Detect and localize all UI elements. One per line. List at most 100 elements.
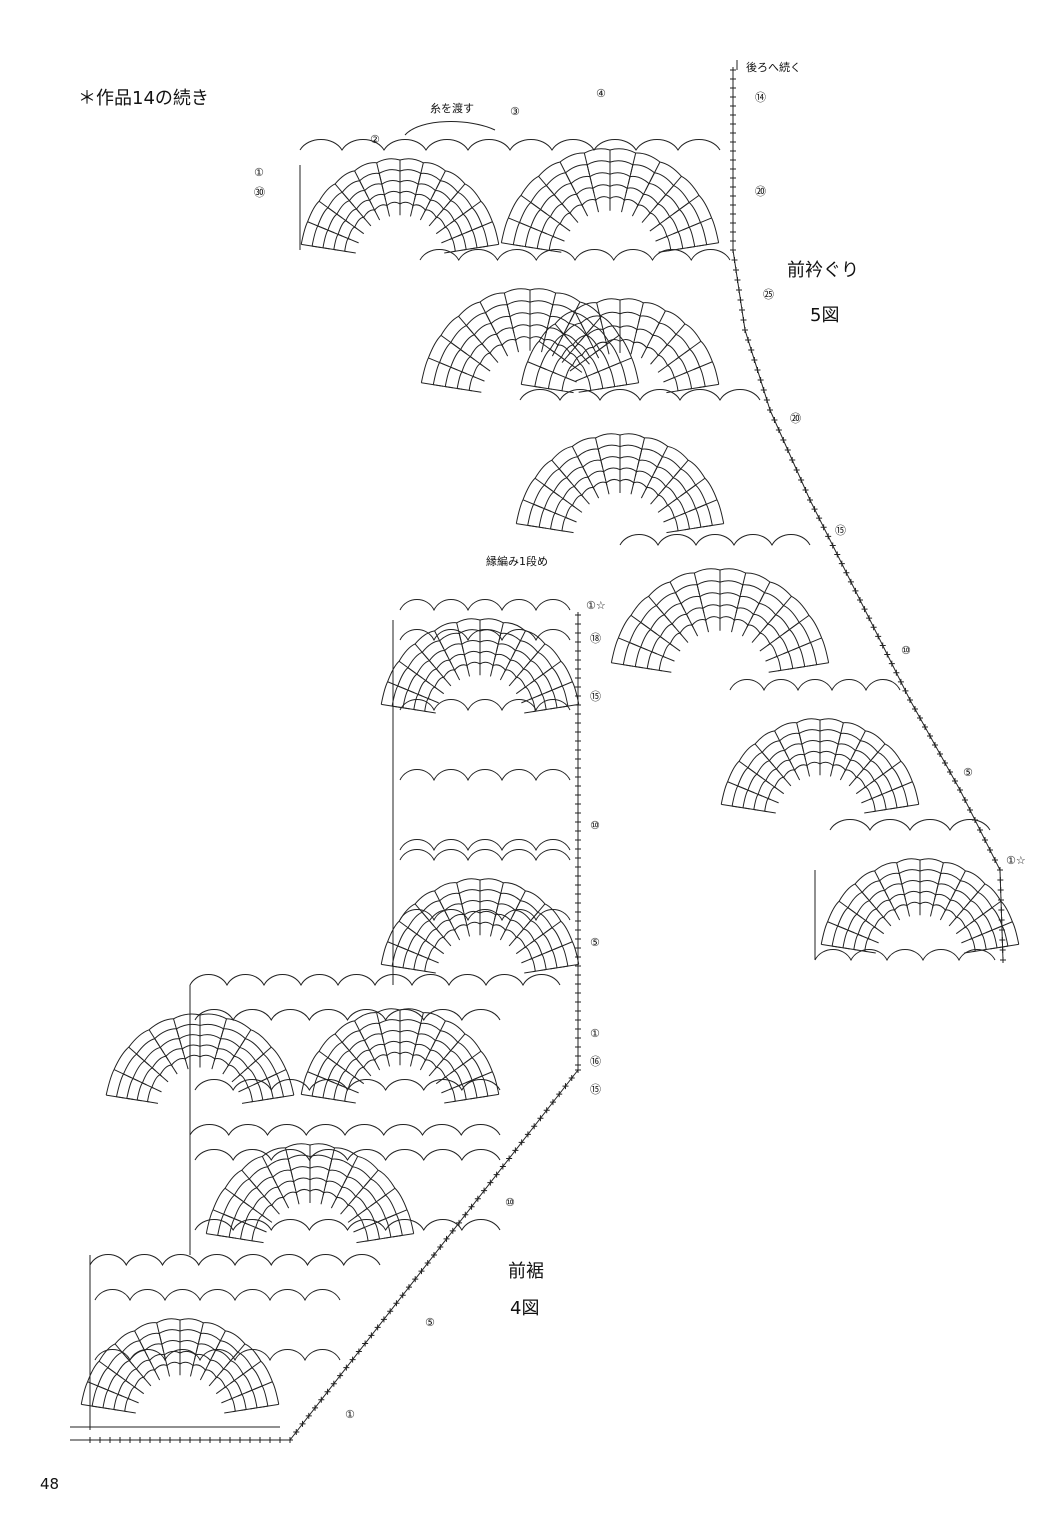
double-crochet-mark [307, 221, 327, 230]
collar-row-marker: ② [370, 133, 380, 146]
edge-stitch-mark [405, 1284, 412, 1291]
double-crochet-mark [531, 643, 546, 660]
double-crochet-mark [473, 221, 493, 230]
double-crochet-mark [81, 1403, 102, 1408]
edge-stitch-mark [575, 1067, 581, 1073]
double-crochet-mark [347, 1156, 359, 1176]
double-crochet-mark [721, 803, 742, 808]
double-crochet-mark [515, 630, 526, 649]
double-crochet-mark [534, 477, 553, 492]
collar-row-label: ⑤ [963, 766, 973, 779]
double-crochet-mark [464, 1050, 482, 1064]
shell-scallop-mark [619, 534, 811, 547]
edge-stitch-mark [575, 720, 581, 726]
edge-stitch-mark [998, 907, 1005, 913]
double-crochet-mark [572, 365, 583, 373]
double-crochet-mark [554, 323, 569, 340]
double-crochet-mark [285, 1147, 291, 1169]
edge-stitch-mark [393, 1300, 400, 1307]
double-crochet-mark [456, 622, 462, 643]
edge-stitch-mark [952, 778, 958, 784]
edge-stitch-mark [742, 327, 748, 333]
edge-stitch-mark [730, 76, 736, 82]
edge-stitch-mark [575, 648, 581, 654]
edge-stitch-mark [575, 990, 581, 996]
double-crochet-mark [274, 1094, 294, 1099]
edge-stitch-mark [575, 1035, 581, 1041]
edge-stitch-mark [789, 457, 796, 463]
edge-stitch-mark [730, 94, 736, 100]
edge-stitch-mark [857, 597, 863, 603]
shell-scallop-mark [194, 1149, 501, 1162]
double-crochet-mark [544, 660, 562, 674]
double-crochet-mark [451, 1033, 466, 1050]
double-crochet-mark [414, 643, 429, 660]
edge-stitch-mark [499, 1163, 506, 1170]
double-crochet-mark [680, 194, 700, 209]
double-crochet-mark [648, 596, 664, 614]
double-crochet-mark [754, 743, 769, 760]
edge-stitch-mark [884, 651, 891, 658]
double-crochet-mark [231, 1343, 246, 1360]
edge-stitch-mark [575, 918, 581, 924]
shell-scallop-mark [729, 679, 901, 692]
double-crochet-mark [616, 382, 639, 387]
yarn-carry-line [404, 121, 496, 136]
double-crochet-mark [520, 194, 540, 209]
edge-stitch-mark [847, 578, 854, 585]
double-crochet-mark [87, 1381, 107, 1390]
double-crochet-mark [253, 1381, 273, 1390]
edge-stitch-mark [740, 317, 747, 323]
edge-stitch-mark [730, 85, 736, 91]
double-crochet-mark [687, 477, 706, 492]
double-crochet-mark [993, 921, 1013, 930]
collar-row-marker: ③ [510, 105, 520, 118]
edge-stitch-mark [293, 1428, 300, 1435]
double-crochet-mark [387, 681, 407, 690]
shell-scallop-mark [399, 629, 571, 642]
edge-stitch-mark [737, 297, 744, 303]
double-crochet-mark [998, 943, 1019, 948]
double-crochet-mark [381, 703, 402, 708]
double-crochet-mark [671, 323, 686, 340]
edge-stitch-mark [374, 1324, 381, 1331]
edge-stitch-mark [942, 760, 948, 766]
double-crochet-mark [638, 302, 644, 323]
edge-stitch-mark [745, 337, 752, 343]
edge-stitch-mark [575, 882, 581, 888]
double-crochet-mark [630, 152, 637, 175]
shell-scallop-mark [194, 1079, 501, 1092]
edge-stitch-mark [562, 1083, 569, 1090]
shell-scallop-mark [399, 849, 571, 862]
edge-stitch-mark [575, 855, 581, 861]
edge-stitch-mark [947, 769, 953, 775]
double-crochet-mark [669, 581, 681, 602]
edge-stitch-mark [330, 1380, 337, 1387]
chain-arc-mark [80, 1318, 280, 1405]
chain-arc-mark [380, 878, 580, 965]
hem-row-label: ⑩ [590, 819, 600, 832]
double-crochet-mark [538, 176, 554, 194]
double-crochet-mark [377, 1187, 396, 1202]
edge-stitch-mark [549, 1099, 556, 1106]
double-crochet-mark [574, 310, 585, 329]
edge-stitch-mark [957, 787, 963, 793]
edge-stitch-mark [730, 247, 736, 253]
edge-stitch-mark [730, 67, 736, 73]
edge-stitch-mark [771, 417, 778, 423]
double-crochet-mark [611, 662, 634, 667]
double-crochet-mark [451, 183, 466, 200]
double-crochet-mark [478, 1093, 499, 1098]
double-crochet-mark [478, 243, 499, 248]
collar-row-label: ㉕ [763, 288, 774, 301]
collar-row-label: ⑮ [835, 524, 846, 537]
edge-stitch-mark [907, 697, 913, 703]
double-crochet-mark [421, 382, 444, 387]
shell-scallop-mark [194, 1219, 501, 1232]
edge-stitch-mark [736, 287, 742, 293]
double-crochet-mark [776, 596, 792, 614]
shell-scallop-mark [189, 1124, 501, 1137]
page-header: ＊作品14の続き [78, 88, 209, 109]
edge-stitch-mark [456, 1219, 463, 1226]
double-crochet-mark [113, 1069, 132, 1079]
